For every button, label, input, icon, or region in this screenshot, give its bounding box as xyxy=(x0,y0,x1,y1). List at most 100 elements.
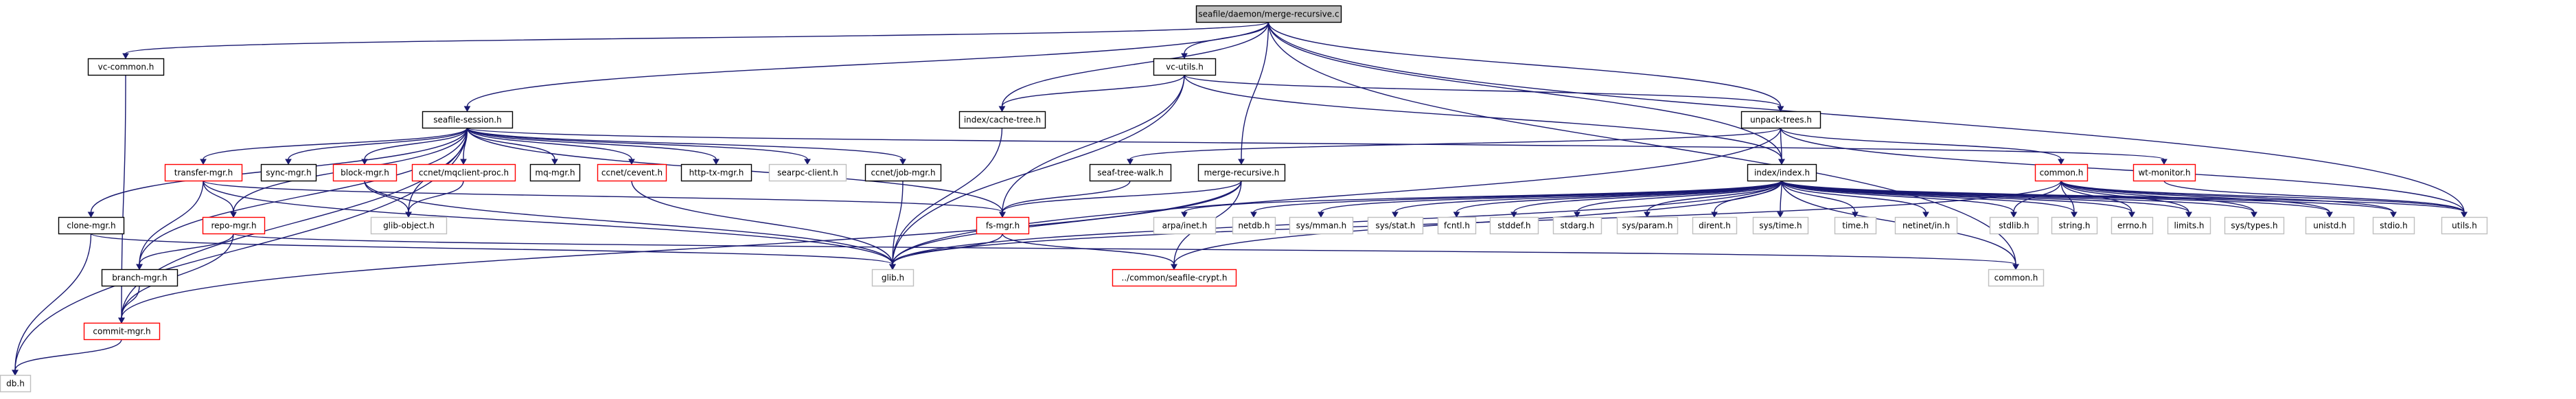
edge-arrowhead-common_red-to-string_h xyxy=(2071,212,2078,218)
node-box-seaf_tree_walk[interactable] xyxy=(1089,163,1172,182)
edge-arrowhead-seafile_session-to-clone_mgr xyxy=(87,212,95,218)
node-mq_mgr[interactable]: mq-mgr.h xyxy=(529,163,581,182)
node-box-block_mgr[interactable] xyxy=(332,163,398,182)
edge-arrowhead-wt_monitor-to-utils xyxy=(2461,212,2468,218)
node-transfer_mgr[interactable]: transfer-mgr.h xyxy=(164,163,243,182)
edge-fs_mgr-to-glib xyxy=(892,233,1003,265)
node-box-seafile_crypt[interactable] xyxy=(1112,269,1237,287)
node-box-stdio xyxy=(2372,216,2415,235)
node-job_mgr[interactable]: ccnet/job-mgr.h xyxy=(864,163,942,182)
node-time_h: time.h xyxy=(1834,216,1877,235)
node-box-repo_mgr[interactable] xyxy=(202,216,266,235)
edge-cevent-to-glib xyxy=(631,180,893,265)
node-box-seafile_session[interactable] xyxy=(422,111,514,129)
edge-index_h-to-arpa_inet xyxy=(1184,180,1782,213)
node-label-common_gray: common.h xyxy=(1994,273,2038,283)
node-box-fs_mgr[interactable] xyxy=(976,216,1030,235)
node-box-common_red[interactable] xyxy=(2034,163,2089,182)
node-label-mq_mgr: mq-mgr.h xyxy=(535,168,575,178)
edge-unpack_trees-to-common_red xyxy=(1780,127,2062,160)
node-commit_mgr[interactable]: commit-mgr.h xyxy=(83,322,161,341)
node-repo_mgr[interactable]: repo-mgr.h xyxy=(202,216,266,235)
edge-arrowhead-seafile_session-to-job_mgr xyxy=(899,159,906,166)
node-box-mq_mgr[interactable] xyxy=(529,163,581,182)
node-box-searpc xyxy=(768,163,847,182)
node-merge_recursive[interactable]: merge-recursive.h xyxy=(1197,163,1286,182)
node-box-root[interactable] xyxy=(1195,5,1342,23)
node-box-http_tx[interactable] xyxy=(680,163,752,182)
node-vc_common[interactable]: vc-common.h xyxy=(87,58,165,76)
node-sync_mgr[interactable]: sync-mgr.h xyxy=(260,163,317,182)
edge-common_red-to-stdio xyxy=(2060,180,2394,213)
node-vc_utils[interactable]: vc-utils.h xyxy=(1153,58,1217,76)
node-cache_tree[interactable]: index/cache-tree.h xyxy=(958,111,1046,129)
node-box-vc_common[interactable] xyxy=(87,58,165,76)
edge-unpack_trees-to-utils xyxy=(1780,127,2465,213)
edge-root-to-unpack_trees xyxy=(1267,21,1782,107)
node-box-branch_mgr[interactable] xyxy=(101,269,179,287)
node-label-netdb: netdb.h xyxy=(1238,221,1269,231)
edge-arrowhead-mqclient-to-glib_object xyxy=(405,212,412,218)
edge-block_mgr-to-glib_object xyxy=(364,180,409,213)
node-box-transfer_mgr[interactable] xyxy=(164,163,243,182)
edge-arrowhead-vc_utils-to-cache_tree xyxy=(998,106,1006,113)
node-box-index_h[interactable] xyxy=(1747,163,1817,182)
node-unpack_trees[interactable]: unpack-trees.h xyxy=(1740,111,1821,129)
node-wt_monitor[interactable]: wt-monitor.h xyxy=(2132,163,2196,182)
nodes-layer: seafile/daemon/merge-recursive.c vc-commo… xyxy=(0,5,2488,393)
node-label-commit_mgr: commit-mgr.h xyxy=(93,327,150,337)
node-box-sys_param xyxy=(1616,216,1679,235)
edge-unpack_trees-to-glib xyxy=(892,127,1782,265)
node-box-commit_mgr[interactable] xyxy=(83,322,161,341)
node-cevent[interactable]: ccnet/cevent.h xyxy=(597,163,667,182)
node-box-sys_time xyxy=(1752,216,1809,235)
node-box-vc_utils[interactable] xyxy=(1153,58,1217,76)
node-box-sync_mgr[interactable] xyxy=(260,163,317,182)
node-mqclient[interactable]: ccnet/mqclient-proc.h xyxy=(411,163,516,182)
node-box-clone_mgr[interactable] xyxy=(58,216,125,235)
node-box-mqclient[interactable] xyxy=(411,163,516,182)
node-seafile_crypt[interactable]: ../common/seafile-crypt.h xyxy=(1112,269,1237,287)
node-box-cevent[interactable] xyxy=(597,163,667,182)
node-label-cevent: ccnet/cevent.h xyxy=(601,168,663,178)
node-box-wt_monitor[interactable] xyxy=(2132,163,2196,182)
node-fs_mgr[interactable]: fs-mgr.h xyxy=(976,216,1030,235)
edge-mqclient-to-glib_object xyxy=(408,180,464,213)
node-clone_mgr[interactable]: clone-mgr.h xyxy=(58,216,125,235)
edge-index_h-to-time_h xyxy=(1781,180,1856,213)
node-label-sys_types: sys/types.h xyxy=(2231,221,2277,231)
edge-arrowhead-index_h-to-stdarg xyxy=(1574,212,1580,218)
node-box-job_mgr[interactable] xyxy=(864,163,942,182)
node-box-merge_recursive[interactable] xyxy=(1197,163,1286,182)
edge-repo_mgr-to-common_gray xyxy=(233,233,2016,265)
node-label-cache_tree: index/cache-tree.h xyxy=(964,115,1041,125)
node-box-stdlib xyxy=(1989,216,2039,235)
node-label-common_red: common.h xyxy=(2040,168,2084,178)
node-http_tx[interactable]: http-tx-mgr.h xyxy=(680,163,752,182)
node-block_mgr[interactable]: block-mgr.h xyxy=(332,163,398,182)
node-label-glib_object: glib-object.h xyxy=(383,221,435,231)
edge-arrowhead-fs_mgr-to-seafile_crypt xyxy=(1171,264,1177,271)
edge-root-to-index_h xyxy=(1267,21,1782,160)
edges-layer xyxy=(12,21,2468,376)
node-box-cache_tree[interactable] xyxy=(958,111,1046,129)
edge-root-to-merge_recursive xyxy=(1241,21,1269,160)
edge-arrowhead-root-to-vc_common xyxy=(122,53,129,60)
edge-arrowhead-fs_mgr-to-glib xyxy=(889,264,896,271)
node-seaf_tree_walk[interactable]: seaf-tree-walk.h xyxy=(1089,163,1172,182)
edge-arrowhead-root-to-seafile_session xyxy=(463,106,471,113)
edge-vc_utils-to-cache_tree xyxy=(1001,74,1185,107)
node-label-stdio: stdio.h xyxy=(2380,221,2407,231)
node-label-unpack_trees: unpack-trees.h xyxy=(1750,115,1812,125)
node-box-netdb xyxy=(1232,216,1276,235)
node-box-unpack_trees[interactable] xyxy=(1740,111,1821,129)
node-stdio: stdio.h xyxy=(2372,216,2415,235)
node-index_h[interactable]: index/index.h xyxy=(1747,163,1817,182)
node-box-unistd xyxy=(2305,216,2355,235)
node-label-fs_mgr: fs-mgr.h xyxy=(986,221,1020,231)
node-seafile_session[interactable]: seafile-session.h xyxy=(422,111,514,129)
node-branch_mgr[interactable]: branch-mgr.h xyxy=(101,269,179,287)
edge-root-to-common_gray xyxy=(1267,21,2016,265)
node-common_red[interactable]: common.h xyxy=(2034,163,2089,182)
node-root[interactable]: seafile/daemon/merge-recursive.c xyxy=(1195,5,1342,23)
